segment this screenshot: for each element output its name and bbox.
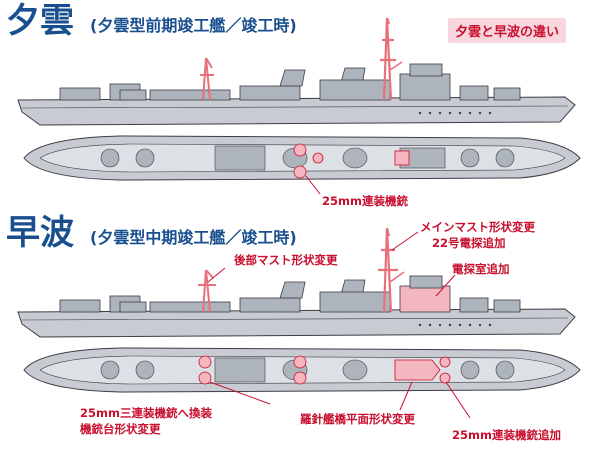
leader-aa-added	[445, 381, 471, 419]
yugumo-main-mast	[380, 17, 396, 101]
hayanami-top-view	[23, 231, 581, 419]
hayanami-note-rear-mast: 後部マスト形状変更	[234, 253, 338, 267]
leader-bridge	[399, 381, 413, 411]
yugumo-rear-mast	[200, 57, 214, 101]
hayanami-note-main-mast-2: 22号電探追加	[432, 236, 506, 250]
hayanami-note-radar-room: 電探室追加	[452, 262, 510, 276]
subtitle-hayanami: (夕雲型中期竣工艦／竣工時)	[90, 228, 297, 247]
hayanami-note-bridge: 羅針艦橋平面形状変更	[300, 412, 415, 426]
hayanami-note-triple-aa-2: 機銃台形状変更	[80, 422, 161, 436]
hayanami-side-profile	[17, 227, 576, 338]
yugumo-aa-gun-highlights	[293, 143, 410, 179]
hayanami-hull	[17, 308, 576, 338]
subtitle-yugumo: (夕雲型前期竣工艦／竣工時)	[90, 16, 297, 35]
hayanami-radar-room	[399, 285, 451, 313]
yugumo-hull	[17, 96, 576, 126]
leader-radar-room	[435, 274, 456, 297]
leader-triple-aa	[209, 381, 271, 405]
difference-badge: 夕雲と早波の違い	[448, 18, 567, 43]
leader-main-mast	[391, 231, 419, 251]
hayanami-rear-mast	[198, 269, 216, 313]
hayanami-change-highlights	[198, 355, 451, 385]
ship-name-yugumo: 夕雲	[6, 1, 74, 41]
hayanami-note-aa-added: 25mm連装機銃追加	[452, 428, 561, 442]
ship-name-hayanami: 早波	[6, 213, 74, 253]
hayanami-note-triple-aa-1: 25mm三連装機銃へ換装	[80, 406, 212, 420]
hayanami-main-mast	[378, 227, 398, 313]
yugumo-note-aa-gun: 25mm連装機銃	[322, 194, 408, 208]
hayanami-note-main-mast-1: メインマスト形状変更	[420, 220, 535, 234]
yugumo-top-view	[23, 135, 581, 195]
yugumo-side-profile	[17, 17, 576, 126]
leader-rear-mast	[207, 267, 226, 283]
yugumo-aa-gun-leader	[305, 175, 321, 195]
